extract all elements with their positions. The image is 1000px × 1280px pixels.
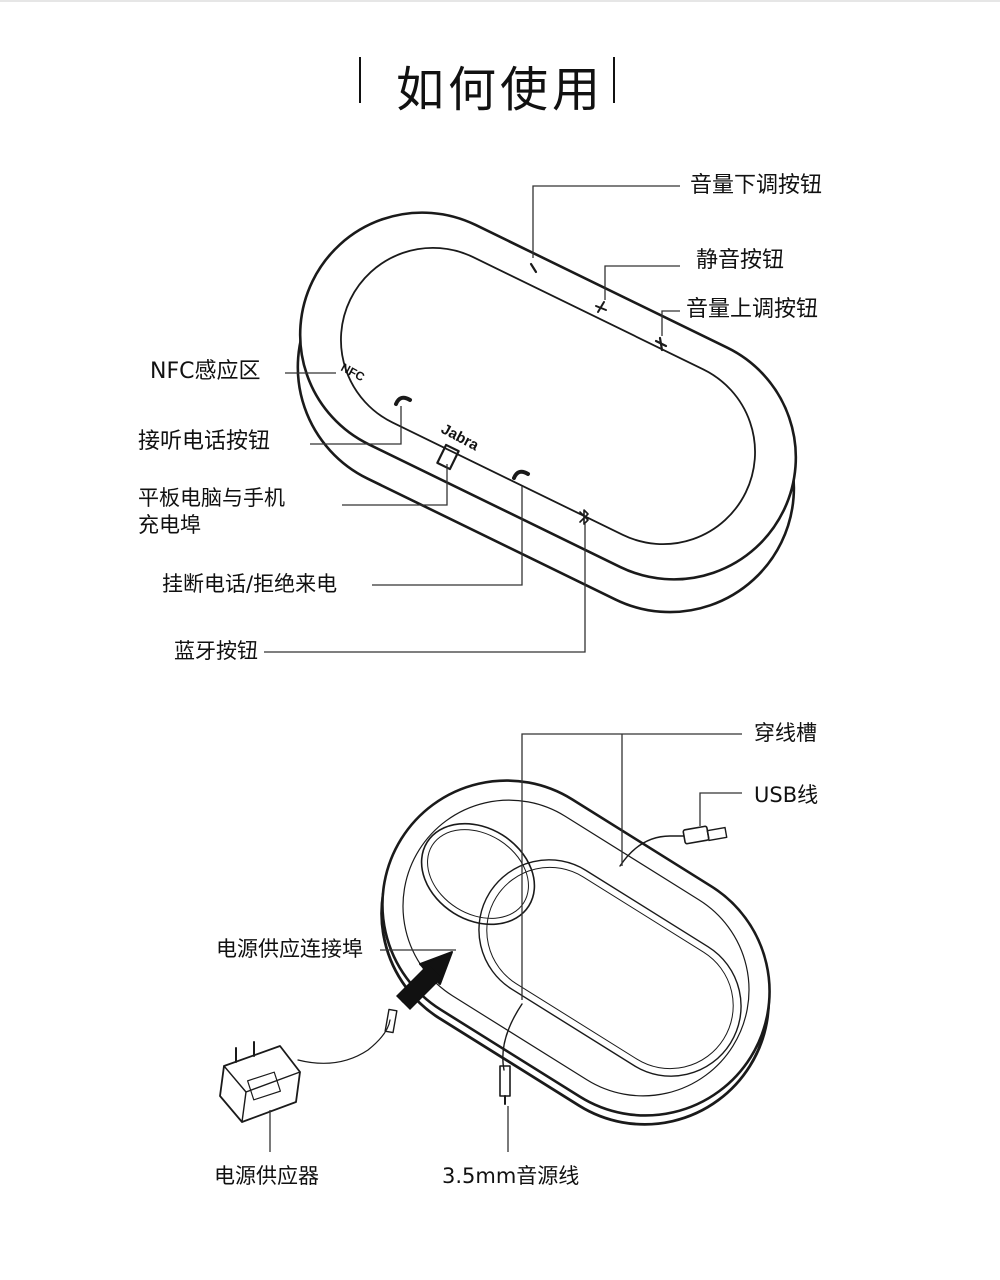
label-mute: 静音按钮 xyxy=(696,248,785,273)
bluetooth-icon xyxy=(579,509,589,525)
title-left-bar xyxy=(359,57,361,103)
power-port-arrow-shaft xyxy=(396,964,442,1010)
answer-call-icon xyxy=(394,395,412,406)
power-adapter xyxy=(219,1041,301,1123)
label-end-reject-call: 挂断电话/拒绝来电 xyxy=(162,572,338,596)
volume-up-mark-v xyxy=(658,336,664,352)
device-underside xyxy=(219,779,771,1126)
leader-mute xyxy=(604,265,680,300)
usb-cable xyxy=(619,835,685,867)
usb-plug xyxy=(682,825,710,845)
audio-plug xyxy=(499,1065,511,1097)
label-power-port: 电源供应连接埠 xyxy=(216,937,363,961)
end-call-icon xyxy=(512,469,530,480)
label-answer-call: 接听电话按钮 xyxy=(138,429,271,454)
title-right-bar xyxy=(613,57,615,103)
label-nfc-zone: NFC感应区 xyxy=(150,359,261,384)
leader-volume-up xyxy=(661,310,680,336)
label-audio-cable: 3.5mm音源线 xyxy=(442,1164,580,1188)
label-volume-up: 音量上调按钮 xyxy=(686,297,819,322)
label-charge-port-line2: 充电埠 xyxy=(138,513,201,537)
volume-down-mark xyxy=(529,262,538,274)
audio-cable xyxy=(502,1003,523,1071)
bottom-leader-lines xyxy=(269,733,742,1152)
label-volume-down: 音量下调按钮 xyxy=(690,173,823,198)
leader-volume-down xyxy=(532,185,680,258)
label-power-supply: 电源供应器 xyxy=(214,1164,319,1188)
mute-mark xyxy=(595,301,607,313)
power-cable xyxy=(297,1019,391,1064)
top-divider xyxy=(0,0,1000,2)
speakerphone-device xyxy=(296,211,798,614)
top-leader-lines xyxy=(264,185,680,653)
power-plug xyxy=(384,1008,398,1034)
charge-port-icon xyxy=(436,443,460,471)
leader-groove-a xyxy=(521,733,742,1000)
leader-answer xyxy=(310,406,402,445)
leader-usb xyxy=(699,792,742,826)
label-charge-port-line1: 平板电脑与手机 xyxy=(138,486,285,510)
leader-charge-port xyxy=(342,464,448,506)
leader-end-call xyxy=(372,486,523,586)
label-bluetooth: 蓝牙按钮 xyxy=(174,639,258,663)
page-title: 如何使用 xyxy=(395,62,604,118)
label-usb-cable: USB线 xyxy=(754,783,819,807)
label-cable-groove: 穿线槽 xyxy=(754,721,817,745)
leader-bluetooth xyxy=(264,524,586,653)
